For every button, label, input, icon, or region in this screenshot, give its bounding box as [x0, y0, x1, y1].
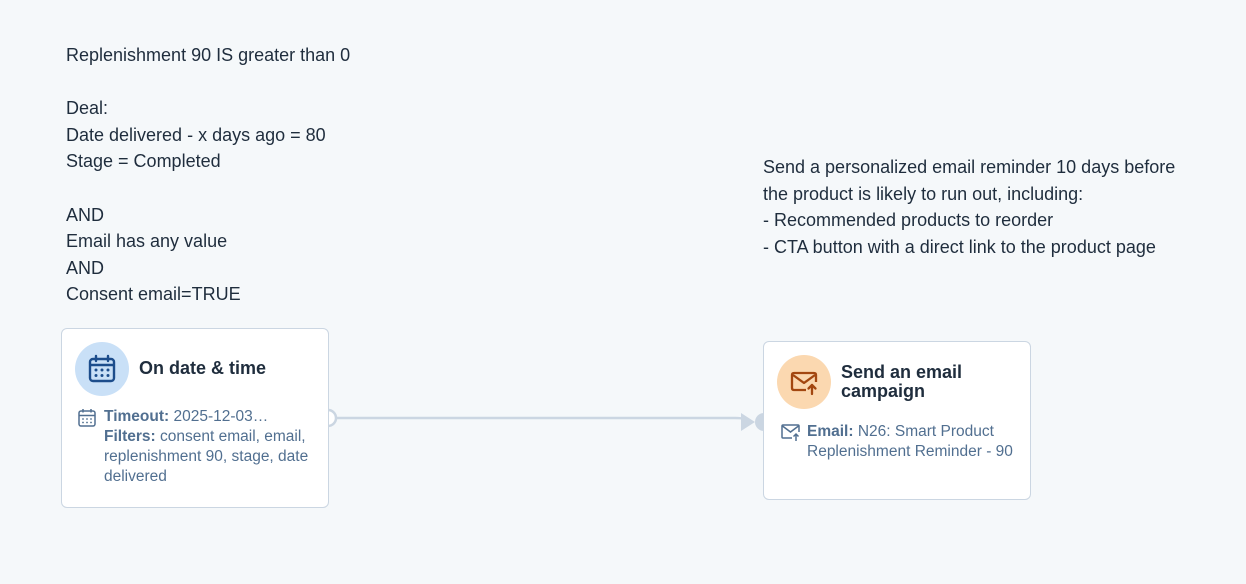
- calendar-icon: [88, 354, 116, 383]
- timeout-label: Timeout:: [104, 408, 170, 425]
- connector-line: [336, 416, 750, 423]
- email-badge: [777, 355, 831, 409]
- trigger-badge: [75, 342, 129, 396]
- timeout-row: Timeout: 2025-12-03…: [104, 407, 314, 427]
- email-action-card[interactable]: Send an email campaign Email: N26: Smart…: [763, 341, 1031, 500]
- email-value: N26: Smart Product Replenishment Reminde…: [807, 423, 1013, 460]
- email-send-icon: [790, 371, 818, 396]
- filters-label: Filters:: [104, 428, 156, 445]
- filters-row: Filters: consent email, email, replenish…: [104, 427, 314, 487]
- note-email-description: Send a personalized email reminder 10 da…: [763, 157, 1176, 257]
- small-email-send-icon: [780, 422, 802, 447]
- email-action-title: Send an email campaign: [841, 362, 963, 401]
- small-calendar-icon: [77, 408, 97, 433]
- email-label: Email:: [807, 423, 854, 440]
- trigger-card[interactable]: On date & time Timeout: 2025-12-03… Filt…: [61, 328, 329, 508]
- email-details: Email: N26: Smart Product Replenishment …: [807, 422, 1022, 462]
- connector-arrowhead: [741, 413, 755, 431]
- trigger-details: Timeout: 2025-12-03… Filters: consent em…: [104, 407, 314, 487]
- note-trigger-conditions: Replenishment 90 IS greater than 0 Deal:…: [66, 45, 351, 305]
- trigger-title: On date & time: [139, 358, 267, 378]
- timeout-value: 2025-12-03…: [173, 408, 269, 425]
- filters-value: consent email, email, replenishment 90, …: [104, 428, 309, 485]
